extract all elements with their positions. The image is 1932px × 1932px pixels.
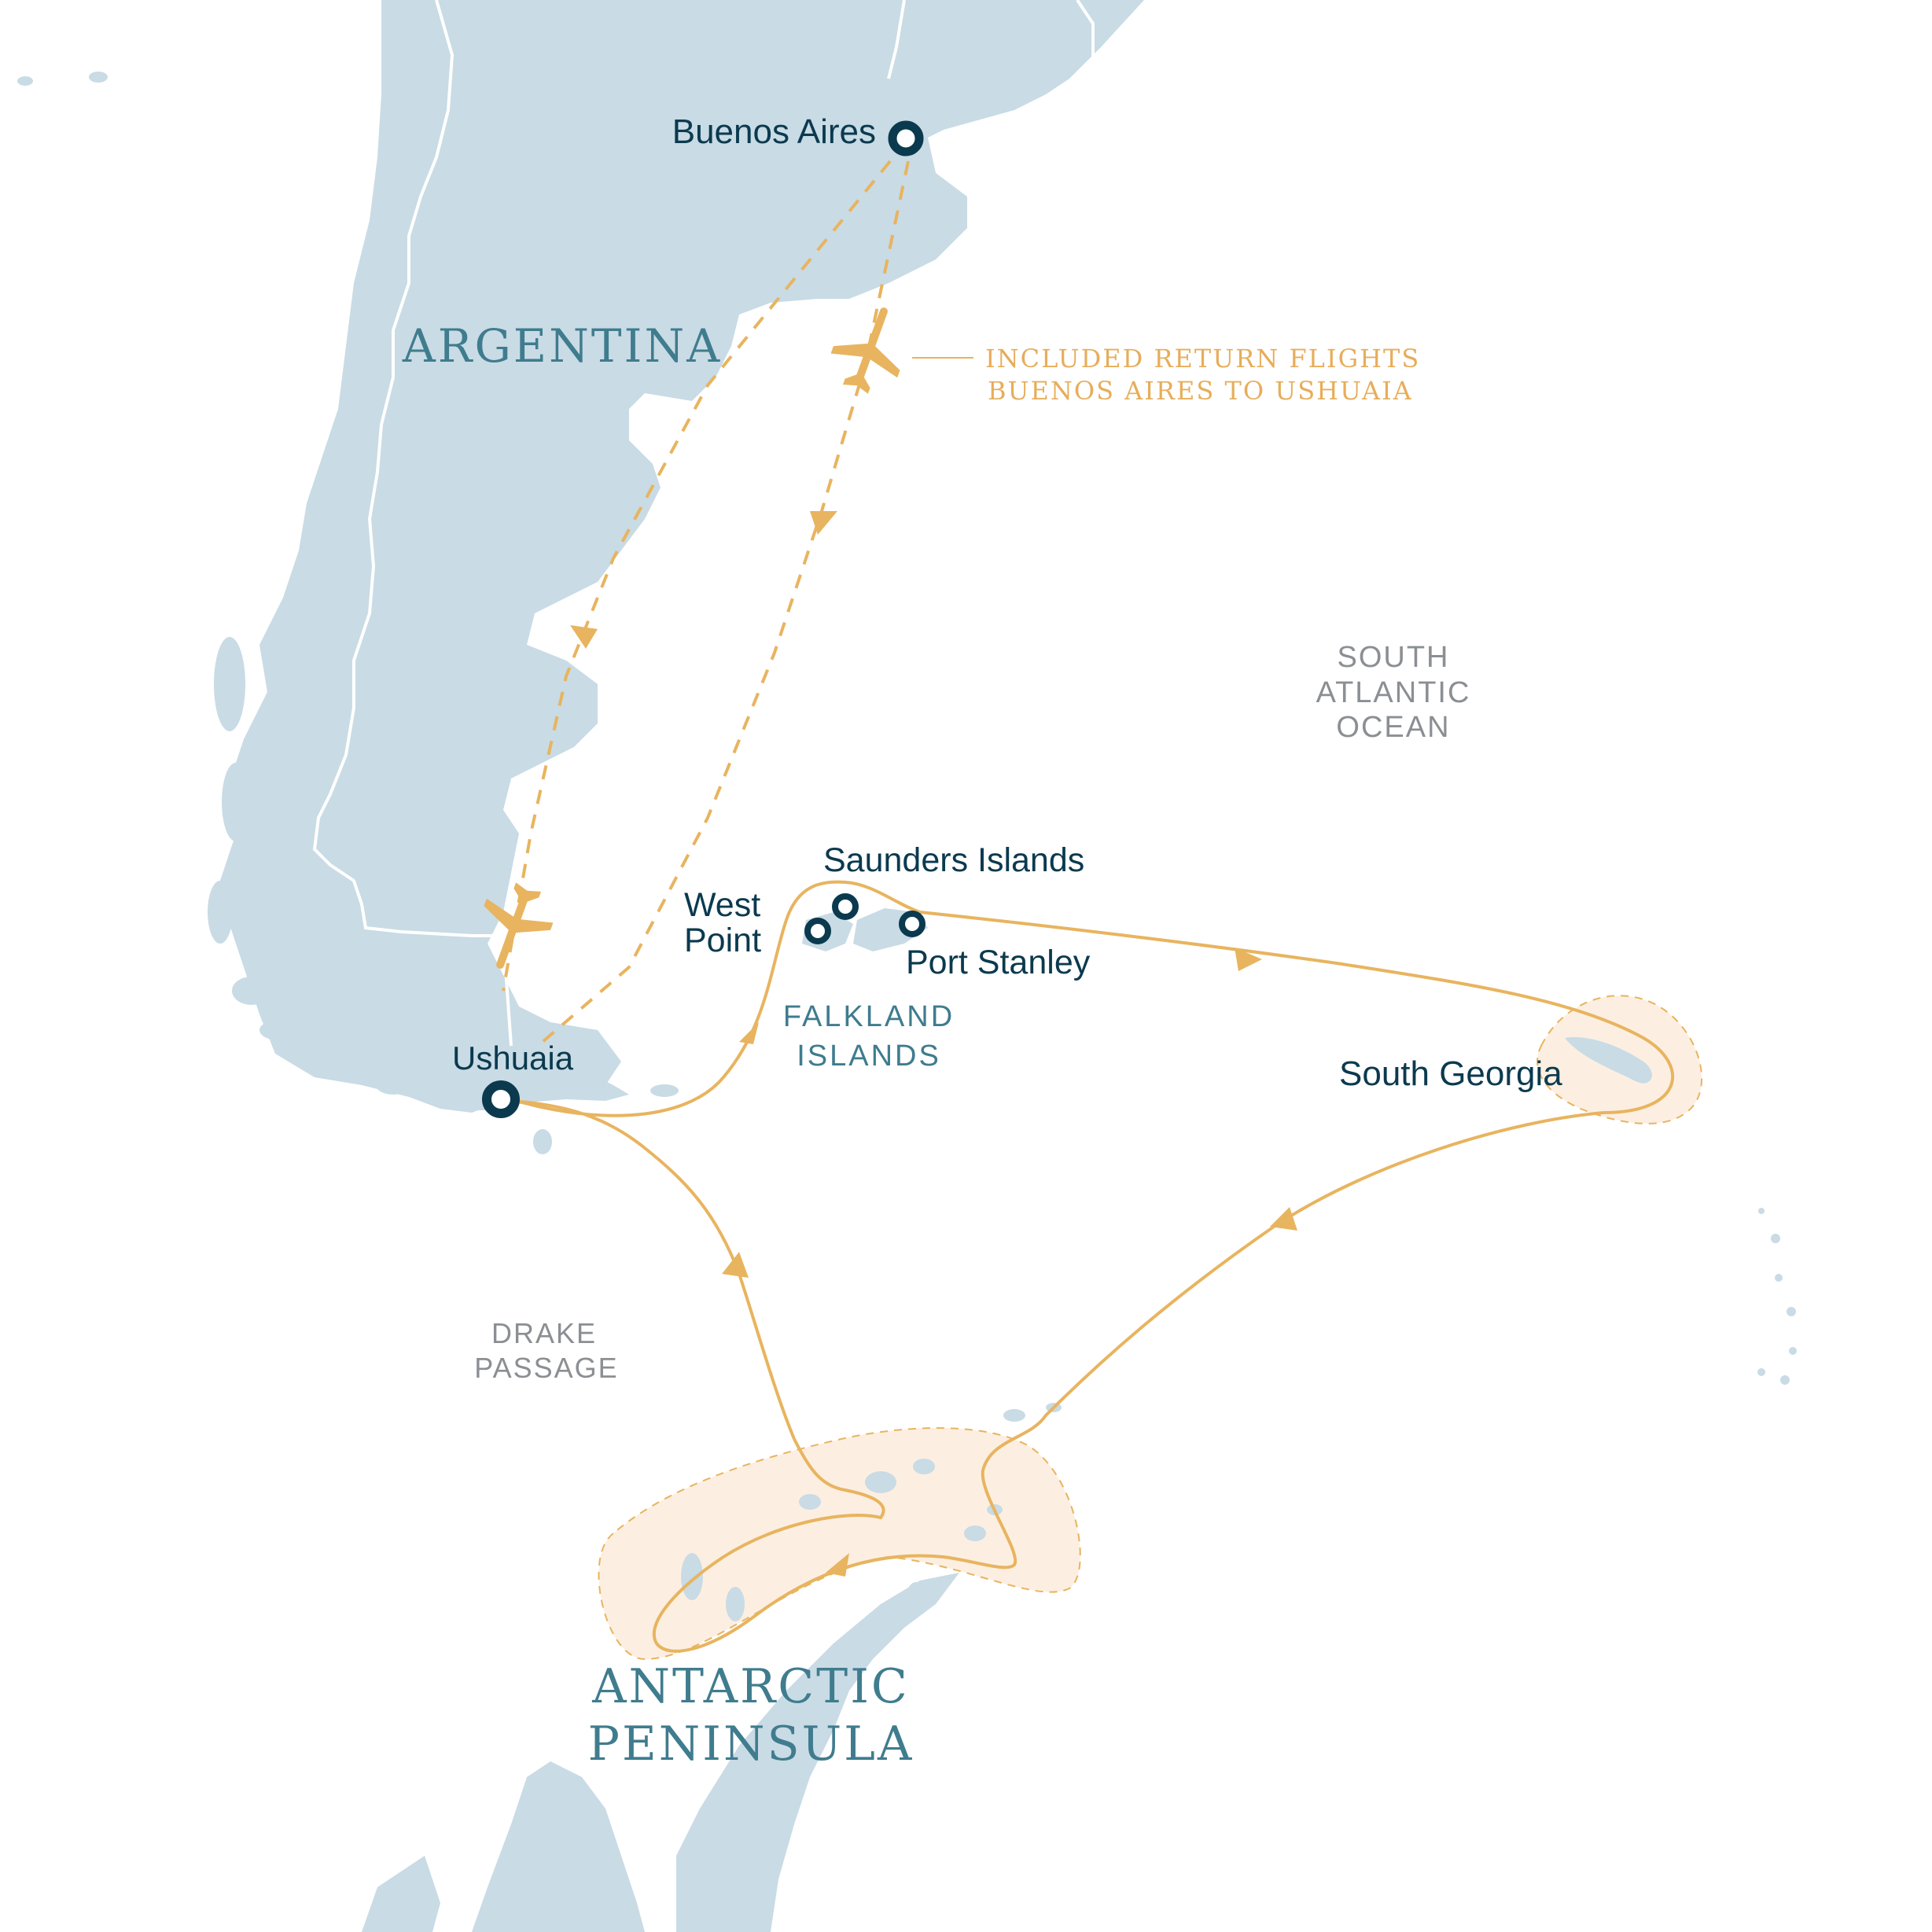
south-sandwich-islands bbox=[1757, 1208, 1797, 1385]
label-antarctic-line1: ANTARCTIC bbox=[591, 1659, 910, 1714]
label-south-atlantic-line1: SOUTH bbox=[1338, 641, 1450, 674]
label-port-stanley: Port Stanley bbox=[906, 944, 1091, 981]
flight-note-line2: BUENOS AIRES TO USHUAIA bbox=[988, 376, 1413, 406]
south-georgia-island bbox=[1565, 1037, 1652, 1084]
location-marker-icon bbox=[804, 918, 831, 944]
label-falklands-line2: ISLANDS bbox=[797, 1040, 941, 1073]
flight-note-line1: INCLUDED RETURN FLIGHTS bbox=[985, 344, 1420, 374]
label-drake-line2: PASSAGE bbox=[474, 1352, 618, 1384]
label-buenos-aires: Buenos Aires bbox=[672, 112, 876, 151]
label-saunders-islands: Saunders Islands bbox=[823, 841, 1084, 879]
label-south-georgia: South Georgia bbox=[1339, 1054, 1562, 1093]
label-west-point-line2: Point bbox=[684, 922, 761, 959]
antarctic-cruising-area bbox=[598, 1427, 1081, 1661]
direction-arrow-icon bbox=[826, 1553, 849, 1577]
label-ushuaia: Ushuaia bbox=[452, 1040, 574, 1076]
label-drake-line1: DRAKE bbox=[491, 1317, 597, 1349]
route-south-georgia-peninsula bbox=[652, 1111, 1605, 1653]
direction-arrow-icon bbox=[1235, 948, 1262, 971]
direction-arrow-icon bbox=[722, 1252, 749, 1278]
location-marker-icon bbox=[482, 1080, 520, 1118]
label-west-point-line1: West bbox=[684, 886, 760, 924]
highlight-zones bbox=[598, 995, 1702, 1661]
south-america-landmass bbox=[17, 0, 1144, 1154]
location-markers bbox=[482, 120, 926, 1118]
direction-arrow-icon bbox=[1270, 1207, 1297, 1231]
label-south-atlantic-line3: OCEAN bbox=[1336, 711, 1450, 744]
direction-arrow-icon bbox=[570, 625, 598, 649]
label-falklands-line1: FALKLAND bbox=[783, 1000, 955, 1033]
route-peninsula-ushuaia bbox=[510, 1099, 796, 1440]
antarctic-peninsula-land bbox=[362, 1403, 1062, 1932]
direction-arrow-icon bbox=[739, 1022, 759, 1044]
ship-route bbox=[502, 880, 1674, 1653]
route-direction-arrows bbox=[570, 511, 1297, 1577]
direction-arrow-icon bbox=[810, 511, 837, 535]
location-marker-icon bbox=[832, 893, 859, 920]
airplane-icon bbox=[830, 307, 900, 394]
location-marker-icon bbox=[888, 120, 924, 156]
label-argentina: ARGENTINA bbox=[402, 319, 722, 373]
airplane-icon bbox=[484, 882, 554, 969]
route-falklands-south-georgia bbox=[919, 911, 1674, 1114]
label-south-atlantic-line2: ATLANTIC bbox=[1316, 676, 1471, 709]
location-marker-icon bbox=[899, 911, 926, 937]
label-antarctic-line2: PENINSULA bbox=[588, 1717, 914, 1772]
route-ushuaia-falklands bbox=[502, 880, 921, 1117]
